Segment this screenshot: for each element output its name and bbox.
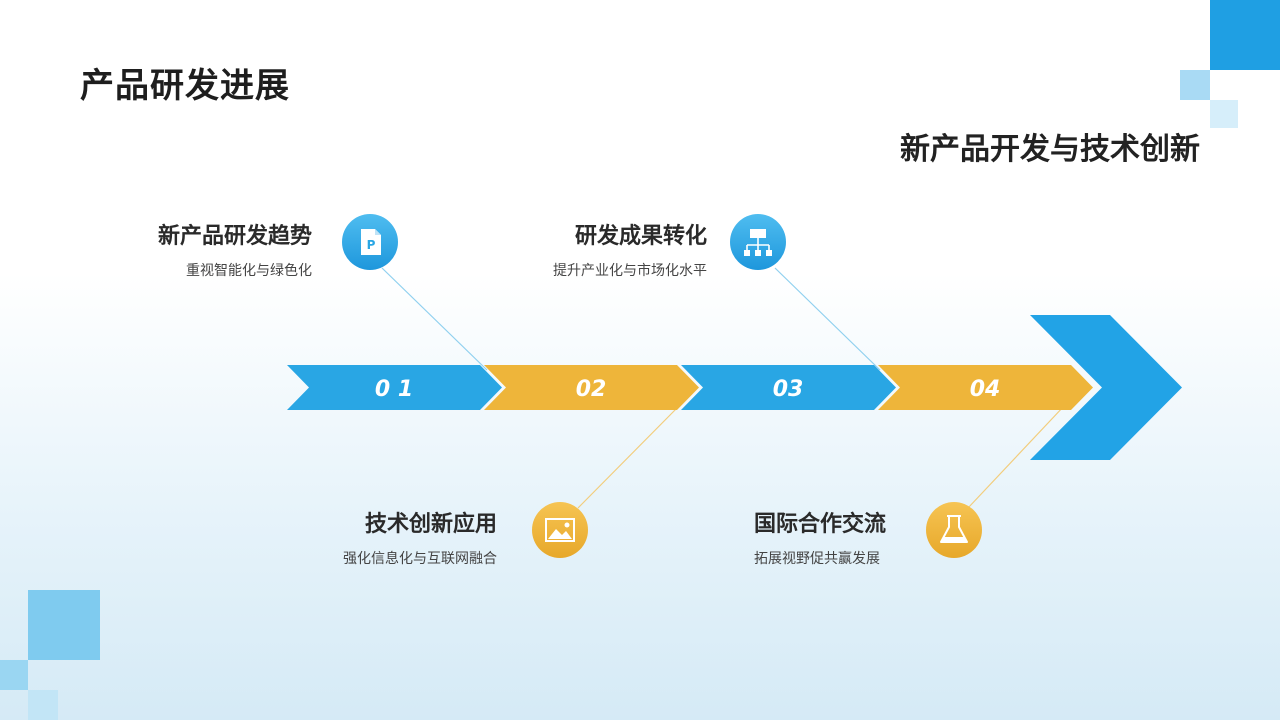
milestone-description: 提升产业化与市场化水平 <box>553 263 707 279</box>
connector-line-4 <box>967 404 1066 509</box>
milestone-title: 研发成果转化 <box>574 224 707 249</box>
milestone-description: 拓展视野促共赢发展 <box>754 551 880 567</box>
image-icon <box>532 502 588 558</box>
milestone-description: 重视智能化与绿色化 <box>186 263 312 279</box>
milestone-4: 国际合作交流 拓展视野促共赢发展 <box>754 506 886 568</box>
connector-line-2 <box>774 267 881 371</box>
svg-text:P: P <box>367 238 376 252</box>
hierarchy-chart-icon <box>730 214 786 270</box>
milestone-title: 新产品研发趋势 <box>157 224 312 249</box>
step-number-2: 02 <box>576 377 607 402</box>
document-p-icon: P <box>342 214 398 270</box>
page-title: 产品研发进展 <box>80 66 290 106</box>
milestone-title: 技术创新应用 <box>364 512 497 537</box>
page-subtitle: 新产品开发与技术创新 <box>900 132 1200 167</box>
timeline-arrow-head <box>1030 315 1182 460</box>
milestone-3: 技术创新应用 强化信息化与互联网融合 <box>343 506 497 568</box>
timeline-segment-3 <box>681 365 896 410</box>
connector-line-1 <box>381 267 488 371</box>
step-number-4: 04 <box>970 377 1001 402</box>
timeline-segment-2 <box>484 365 699 410</box>
timeline-segment-1 <box>287 365 502 410</box>
milestone-2: 研发成果转化 提升产业化与市场化水平 <box>553 218 707 280</box>
milestone-description: 强化信息化与互联网融合 <box>343 551 497 567</box>
timeline-segment-4 <box>878 365 1093 410</box>
milestone-title: 国际合作交流 <box>754 512 887 537</box>
step-number-3: 03 <box>773 377 804 402</box>
step-number-1: 0 1 <box>375 377 413 402</box>
connector-line-3 <box>577 404 681 509</box>
flask-icon <box>926 502 982 558</box>
milestone-1: 新产品研发趋势 重视智能化与绿色化 <box>158 218 312 280</box>
